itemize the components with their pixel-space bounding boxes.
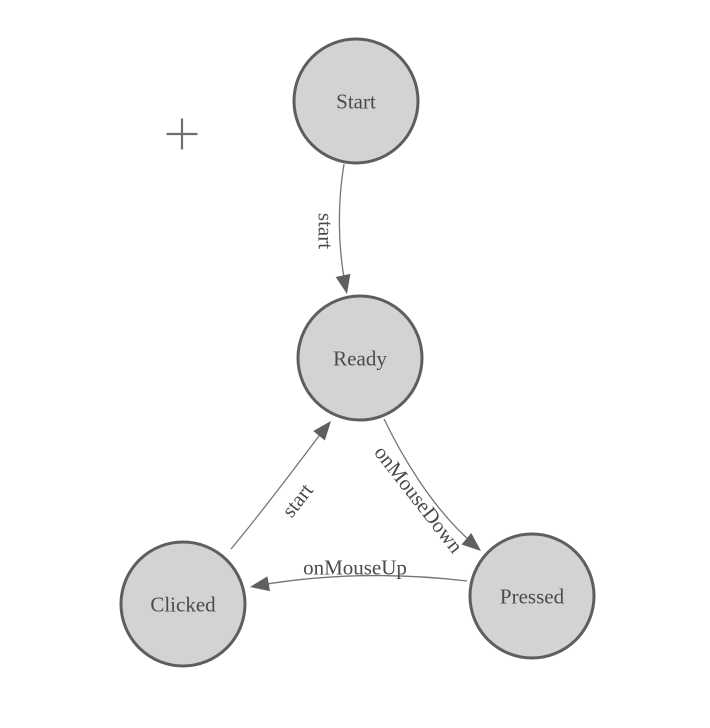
arrowhead-ready-to-pressed [461, 533, 481, 551]
node-start-circle[interactable] [292, 37, 420, 165]
edge-start-to-ready[interactable]: start [314, 163, 355, 296]
node-pressed[interactable]: Pressed [468, 532, 596, 660]
node-start[interactable]: Start [292, 37, 420, 165]
node-ready-label: Ready [333, 346, 387, 370]
node-ready-circle[interactable] [296, 294, 424, 422]
arrowhead-start-to-ready [335, 273, 351, 294]
node-pressed-label: Pressed [500, 584, 565, 608]
plus-icon [166, 118, 198, 150]
edge-label-pressed-to-clicked: onMouseUp [303, 555, 407, 579]
node-clicked-circle[interactable] [119, 540, 247, 668]
arrowhead-pressed-to-clicked [250, 576, 271, 592]
edge-line-pressed-to-clicked[interactable] [254, 574, 468, 587]
edge-line-clicked-to-ready[interactable] [230, 423, 329, 550]
edge-line-start-to-ready[interactable] [338, 163, 347, 289]
edge-line-ready-to-pressed[interactable] [383, 418, 478, 548]
edge-pressed-to-clicked[interactable]: onMouseUp [249, 555, 468, 594]
node-clicked-label: Clicked [150, 592, 216, 616]
node-pressed-circle[interactable] [468, 532, 596, 660]
arrowhead-clicked-to-ready [313, 421, 331, 441]
node-ready[interactable]: Ready [296, 294, 424, 422]
node-clicked[interactable]: Clicked [119, 540, 247, 668]
edge-label-start-to-ready: start [314, 213, 338, 249]
plus-icon-strokes [166, 118, 198, 150]
node-start-label: Start [336, 89, 376, 113]
